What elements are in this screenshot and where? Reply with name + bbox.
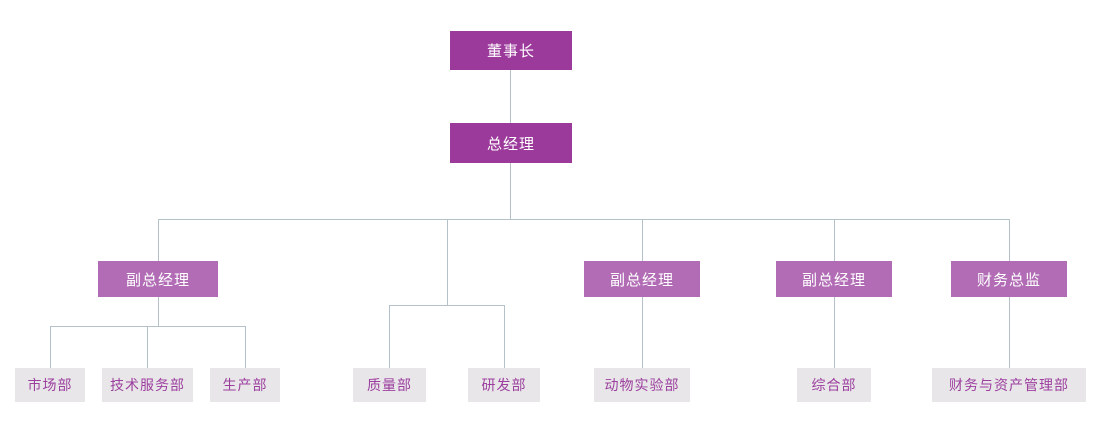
connector-chairman-to-gm <box>510 70 511 123</box>
org-node-dept-general: 综合部 <box>797 368 871 402</box>
connector-finance-director-to-finance-dept <box>1009 297 1010 368</box>
connector-subrail-to-quality <box>389 305 390 368</box>
org-node-dept-animal-lab: 动物实验部 <box>594 368 690 402</box>
connector-rail-to-deputy-gm-1 <box>158 219 159 261</box>
org-node-label: 副总经理 <box>801 271 866 289</box>
connector-rail-to-mid-branch <box>447 219 448 305</box>
org-node-deputy-gm-1: 副总经理 <box>98 261 218 297</box>
org-node-dept-production: 生产部 <box>210 368 280 402</box>
org-node-dept-rnd: 研发部 <box>468 368 540 402</box>
org-node-label: 技术服务部 <box>110 377 185 393</box>
connector-gm-to-main-rail <box>510 163 511 219</box>
connector-deputy-gm-3-to-general <box>834 297 835 368</box>
org-node-deputy-gm-3: 副总经理 <box>776 261 892 297</box>
org-node-label: 副总经理 <box>125 271 190 289</box>
connector-rail-to-deputy-gm-3 <box>834 219 835 261</box>
connector-rail-to-deputy-gm-2 <box>642 219 643 261</box>
connector-deputy-gm-2-to-animal-lab <box>642 297 643 368</box>
connector-mid-subrail <box>389 305 504 306</box>
org-node-label: 财务与资产管理部 <box>949 377 1069 393</box>
org-node-finance-director: 财务总监 <box>951 261 1067 297</box>
connector-main-rail <box>158 219 1009 220</box>
org-node-label: 质量部 <box>367 377 412 393</box>
org-node-label: 动物实验部 <box>604 377 680 393</box>
org-node-deputy-gm-2: 副总经理 <box>584 261 700 297</box>
org-node-label: 总经理 <box>486 135 535 153</box>
connector-subrail-to-production <box>245 326 246 368</box>
org-node-label: 董事长 <box>486 43 535 60</box>
org-node-general-manager: 总经理 <box>450 123 572 163</box>
connector-subrail-to-rnd <box>504 305 505 368</box>
org-node-label: 综合部 <box>811 377 857 393</box>
connector-subrail-to-marketing <box>50 326 51 368</box>
connector-deputy-gm-1-to-subrail <box>158 297 159 326</box>
org-node-label: 财务总监 <box>976 271 1041 289</box>
org-node-label: 市场部 <box>27 377 73 393</box>
org-node-dept-quality: 质量部 <box>353 368 426 402</box>
org-node-dept-tech-service: 技术服务部 <box>102 368 193 402</box>
org-node-label: 生产部 <box>222 377 268 393</box>
connector-rail-to-finance-director <box>1009 219 1010 261</box>
org-node-dept-marketing: 市场部 <box>15 368 85 402</box>
org-node-label: 副总经理 <box>609 271 674 289</box>
org-node-dept-finance-assets: 财务与资产管理部 <box>932 368 1086 402</box>
org-node-label: 研发部 <box>481 377 527 393</box>
org-node-chairman: 董事长 <box>450 31 572 70</box>
connector-subrail-to-tech-service <box>147 326 148 368</box>
